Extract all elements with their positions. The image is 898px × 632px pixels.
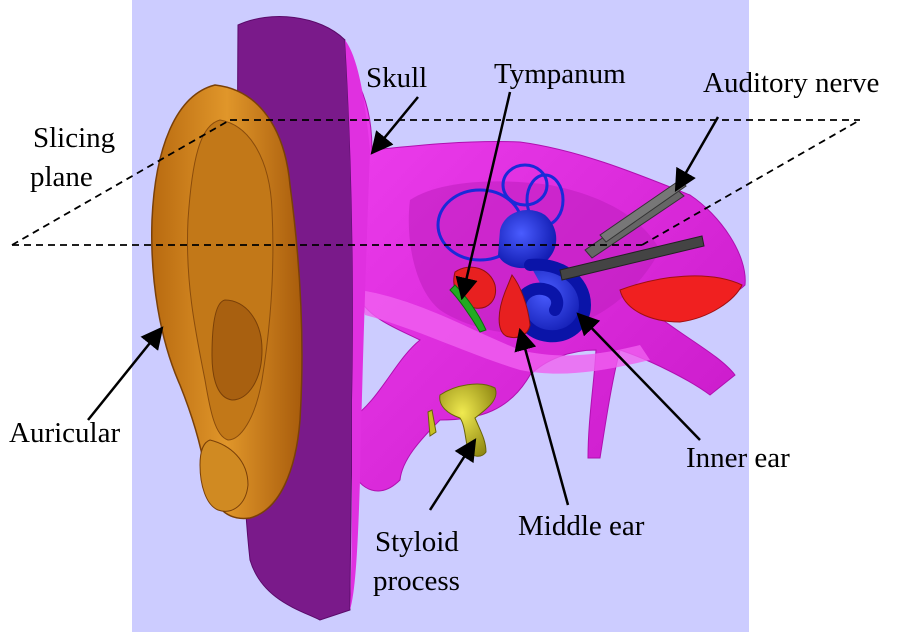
auditory-nerve-arrow [676, 117, 718, 190]
slicing-plane-right-edge [642, 120, 860, 245]
label-auditory-nerve: Auditory nerve [703, 66, 879, 100]
label-slicing-plane-line2: plane [30, 160, 93, 194]
label-styloid-process-line1: Styloid [375, 525, 459, 559]
styloid-process-arrow [430, 440, 475, 510]
skull-arrow [372, 97, 418, 153]
label-inner-ear: Inner ear [686, 441, 790, 475]
label-tympanum: Tympanum [494, 57, 626, 91]
auricular-outer-ear [152, 85, 302, 518]
label-slicing-plane-line1: Slicing [33, 121, 115, 155]
auricular-arrow [88, 328, 162, 420]
label-skull: Skull [366, 61, 427, 95]
label-middle-ear: Middle ear [518, 509, 644, 543]
label-auricular: Auricular [9, 416, 120, 450]
label-styloid-process-line2: process [373, 564, 460, 598]
